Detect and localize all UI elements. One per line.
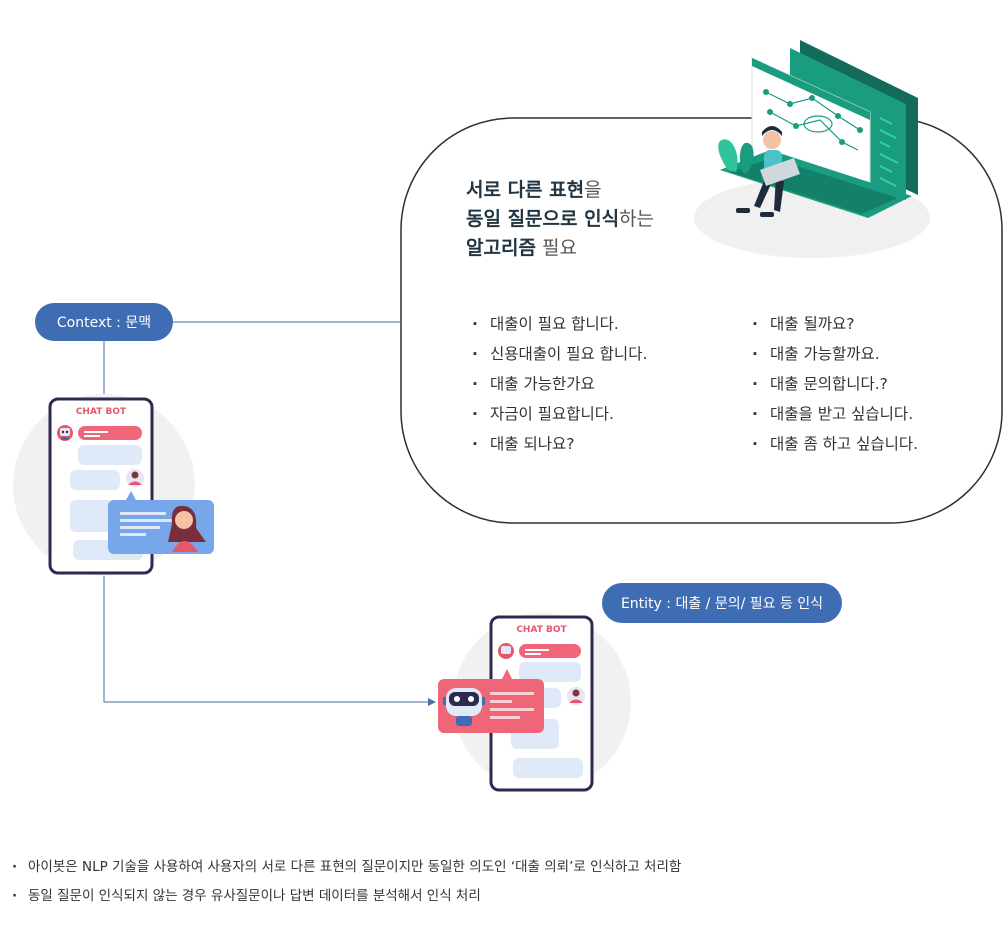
example-item: 대출을 받고 싶습니다. (746, 399, 918, 429)
examples-left-list: 대출이 필요 합니다. 신용대출이 필요 합니다. 대출 가능한가요 자금이 필… (466, 309, 647, 459)
phone-bottom (438, 613, 631, 792)
woman-avatar-icon (168, 505, 206, 552)
phone-top (13, 394, 214, 576)
bubble-heading: 서로 다른 표현을 동일 질문으로 인식하는 알고리즘 필요 (466, 176, 654, 263)
laptop-illustration (694, 40, 930, 258)
example-item: 대출 좀 하고 싶습니다. (746, 429, 918, 459)
note-item: 아이봇은 NLP 기술을 사용하여 사용자의 서로 다른 표현의 질문이지만 동… (12, 853, 681, 882)
heading-line2-normal: 하는 (619, 208, 655, 230)
phone-top-title: CHAT BOT (75, 407, 127, 417)
example-item: 대출 될까요? (746, 309, 918, 339)
entity-pill: Entity : 대출 / 문의/ 필요 등 인식 (602, 583, 842, 623)
connector-phone-to-phone (103, 574, 430, 703)
examples-right-list: 대출 될까요? 대출 가능할까요. 대출 문의합니다.? 대출을 받고 싶습니다… (746, 309, 918, 459)
heading-line1-bold: 서로 다른 표현 (466, 179, 585, 201)
example-item: 신용대출이 필요 합니다. (466, 339, 647, 369)
example-item: 대출 가능한가요 (466, 369, 647, 399)
robot-icon (443, 688, 485, 726)
phone-bottom-title: CHAT BOT (516, 625, 567, 635)
example-item: 대출 가능할까요. (746, 339, 918, 369)
example-item: 대출 문의합니다.? (746, 369, 918, 399)
context-pill: Context : 문맥 (35, 303, 173, 341)
notes-list: 아이봇은 NLP 기술을 사용하여 사용자의 서로 다른 표현의 질문이지만 동… (12, 853, 681, 911)
robot-icon (57, 425, 73, 441)
example-item: 자금이 필요합니다. (466, 399, 647, 429)
example-item: 대출 되나요? (466, 429, 647, 459)
note-item: 동일 질문이 인식되지 않는 경우 유사질문이나 답변 데이터를 분석해서 인식… (12, 882, 681, 911)
heading-line1-normal: 을 (584, 179, 602, 201)
heading-line3-normal: 필요 (535, 237, 577, 259)
user-avatar-icon (126, 469, 144, 487)
heading-line3-bold: 알고리즘 (466, 237, 536, 259)
heading-line2-bold: 동일 질문으로 인식 (466, 208, 620, 230)
example-item: 대출이 필요 합니다. (466, 309, 647, 339)
arrow-head (428, 698, 436, 706)
